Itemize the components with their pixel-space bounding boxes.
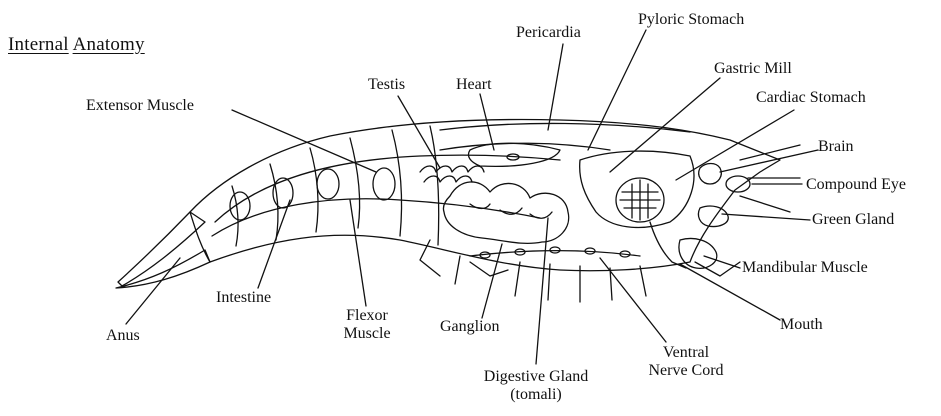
leader-cardiac xyxy=(676,110,794,180)
leader-extensor xyxy=(232,110,376,172)
label-gastric-mill: Gastric Mill xyxy=(714,60,792,78)
leader-green xyxy=(722,214,810,220)
carapace-line xyxy=(440,123,690,132)
label-intestine: Intestine xyxy=(216,289,271,307)
digestive-gland xyxy=(443,182,568,243)
leader-gastric xyxy=(610,78,720,172)
antenna xyxy=(740,196,790,212)
leader-ventral xyxy=(600,258,666,342)
leg xyxy=(515,262,520,296)
label-mandibular-muscle: Mandibular Muscle xyxy=(742,259,868,277)
digestive-gland xyxy=(470,204,552,218)
label-extensor-muscle: Extensor Muscle xyxy=(86,97,194,115)
esophagus xyxy=(650,222,686,268)
segment-line xyxy=(430,126,439,245)
telson xyxy=(116,250,210,288)
leader-digestive xyxy=(536,218,548,364)
body-outline xyxy=(190,120,780,271)
ventral-ganglion xyxy=(550,247,560,253)
leader-pyloric xyxy=(588,30,646,150)
label-anus: Anus xyxy=(106,327,140,345)
label-heart: Heart xyxy=(456,76,492,94)
testis-organ xyxy=(420,166,484,172)
leg xyxy=(455,256,460,284)
label-pyloric-stomach: Pyloric Stomach xyxy=(638,11,744,29)
leader-flexor xyxy=(350,200,366,306)
muscle-oval xyxy=(373,168,395,200)
label-testis: Testis xyxy=(368,76,405,94)
label-digestive-gland: Digestive Gland (tomali) xyxy=(466,368,606,404)
leader-heart xyxy=(480,94,494,150)
segment-line xyxy=(350,138,360,228)
label-cardiac-stomach: Cardiac Stomach xyxy=(756,89,866,107)
label-pericardia: Pericardia xyxy=(516,24,581,42)
leg xyxy=(470,262,508,276)
leader-pericardia xyxy=(548,44,563,130)
muscle-oval xyxy=(317,169,339,199)
label-compound-eye: Compound Eye xyxy=(806,176,906,194)
label-digestive-line2: (tomali) xyxy=(466,386,606,404)
muscle-oval xyxy=(230,192,250,220)
label-flexor-muscle: Flexor Muscle xyxy=(332,307,402,343)
segment-line xyxy=(270,164,278,240)
flexor-band xyxy=(212,199,540,236)
label-flexor-line2: Muscle xyxy=(332,325,402,343)
label-ventral-line2: Nerve Cord xyxy=(636,362,736,380)
label-ventral-nerve-cord: Ventral Nerve Cord xyxy=(636,344,736,380)
label-brain: Brain xyxy=(818,138,854,156)
leg xyxy=(640,266,646,296)
segment-line xyxy=(392,130,402,236)
label-ganglion: Ganglion xyxy=(440,318,500,336)
brain-organ xyxy=(699,164,722,185)
compound-eye xyxy=(726,176,750,192)
label-ventral-line1: Ventral xyxy=(636,344,736,362)
segment-line xyxy=(310,148,318,232)
testis-organ xyxy=(424,176,472,182)
leg xyxy=(695,262,740,276)
label-mouth: Mouth xyxy=(780,316,823,334)
label-green-gland: Green Gland xyxy=(812,211,894,229)
tail-fan xyxy=(118,212,205,286)
green-gland-organ xyxy=(698,206,728,226)
gastric-mill-teeth xyxy=(620,180,660,220)
leader-ganglion xyxy=(482,244,502,318)
label-digestive-line1: Digestive Gland xyxy=(466,368,606,386)
label-flexor-line1: Flexor xyxy=(332,307,402,325)
stomach-outline xyxy=(580,151,694,227)
